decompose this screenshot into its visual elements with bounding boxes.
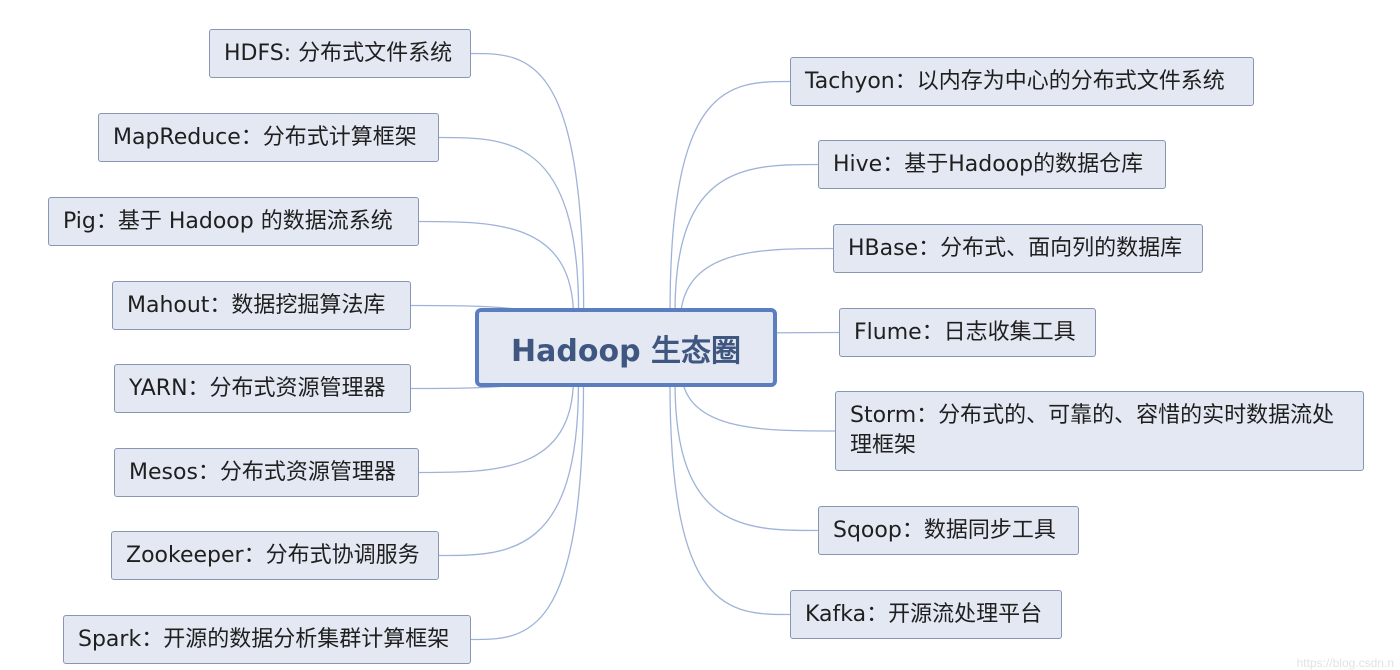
topic-yarn[interactable]: YARN：分布式资源管理器 — [114, 364, 411, 413]
watermark: https://blog.csdn.n — [1296, 656, 1394, 670]
connector-topic-zookeeper — [438, 382, 580, 557]
connector-topic-spark — [470, 382, 585, 641]
connector-topic-hdfs — [470, 52, 585, 313]
topic-hbase[interactable]: HBase：分布式、面向列的数据库 — [833, 224, 1203, 273]
topic-zookeeper[interactable]: Zookeeper：分布式协调服务 — [111, 531, 439, 580]
connector-topic-mesos — [418, 377, 575, 474]
topic-kafka[interactable]: Kafka：开源流处理平台 — [790, 590, 1062, 639]
topic-spark[interactable]: Spark：开源的数据分析集群计算框架 — [63, 615, 471, 664]
topic-tachyon[interactable]: Tachyon：以内存为中心的分布式文件系统 — [790, 57, 1254, 106]
connector-topic-mapreduce — [438, 136, 580, 313]
topic-mesos[interactable]: Mesos：分布式资源管理器 — [114, 448, 419, 497]
topic-flume[interactable]: Flume：日志收集工具 — [839, 308, 1096, 357]
connector-topic-hbase — [679, 247, 834, 325]
topic-mapreduce[interactable]: MapReduce：分布式计算框架 — [98, 113, 439, 162]
connector-topic-tachyon — [669, 80, 791, 313]
connector-topic-sqoop — [674, 382, 819, 532]
connector-topic-kafka — [669, 382, 791, 616]
topic-sqoop[interactable]: Sqoop：数据同步工具 — [818, 506, 1079, 555]
connector-topic-storm — [680, 367, 836, 432]
connector-topic-hive — [674, 163, 819, 313]
topic-mahout[interactable]: Mahout：数据挖掘算法库 — [112, 281, 411, 330]
connector-topic-pig — [418, 220, 575, 318]
topic-hdfs[interactable]: HDFS: 分布式文件系统 — [209, 29, 471, 78]
topic-storm[interactable]: Storm：分布式的、可靠的、容惜的实时数据流处理框架 — [835, 391, 1364, 471]
topic-hive[interactable]: Hive：基于Hadoop的数据仓库 — [818, 140, 1166, 189]
central-topic-hadoop[interactable]: Hadoop 生态圈 — [475, 308, 777, 387]
topic-pig[interactable]: Pig：基于 Hadoop 的数据流系统 — [48, 197, 419, 246]
